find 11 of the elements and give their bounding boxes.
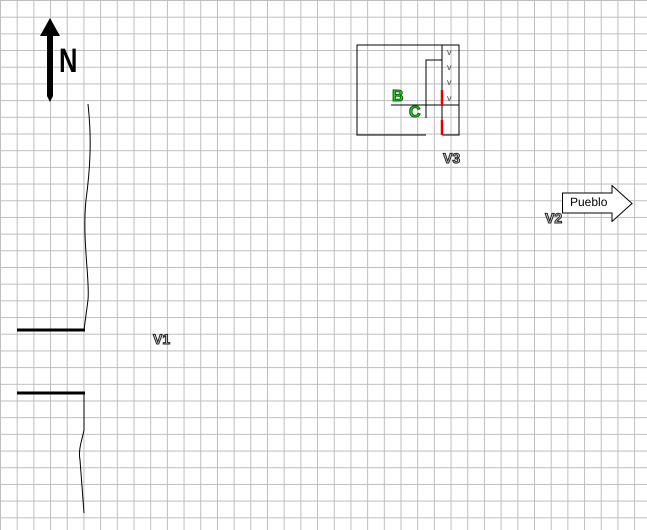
direction-sign-arrow: Pueblo (562, 185, 633, 222)
point-label: V2 (545, 211, 562, 225)
room-mark: v (447, 48, 452, 57)
room-mark: v (447, 63, 452, 72)
compass-letter: N (59, 44, 78, 78)
room-mark: v (447, 94, 452, 103)
point-label: V3 (443, 151, 460, 165)
building-letter: C (409, 105, 421, 121)
point-label: V1 (153, 332, 170, 346)
building-letter: B (392, 89, 404, 105)
room-mark: v (447, 78, 452, 87)
